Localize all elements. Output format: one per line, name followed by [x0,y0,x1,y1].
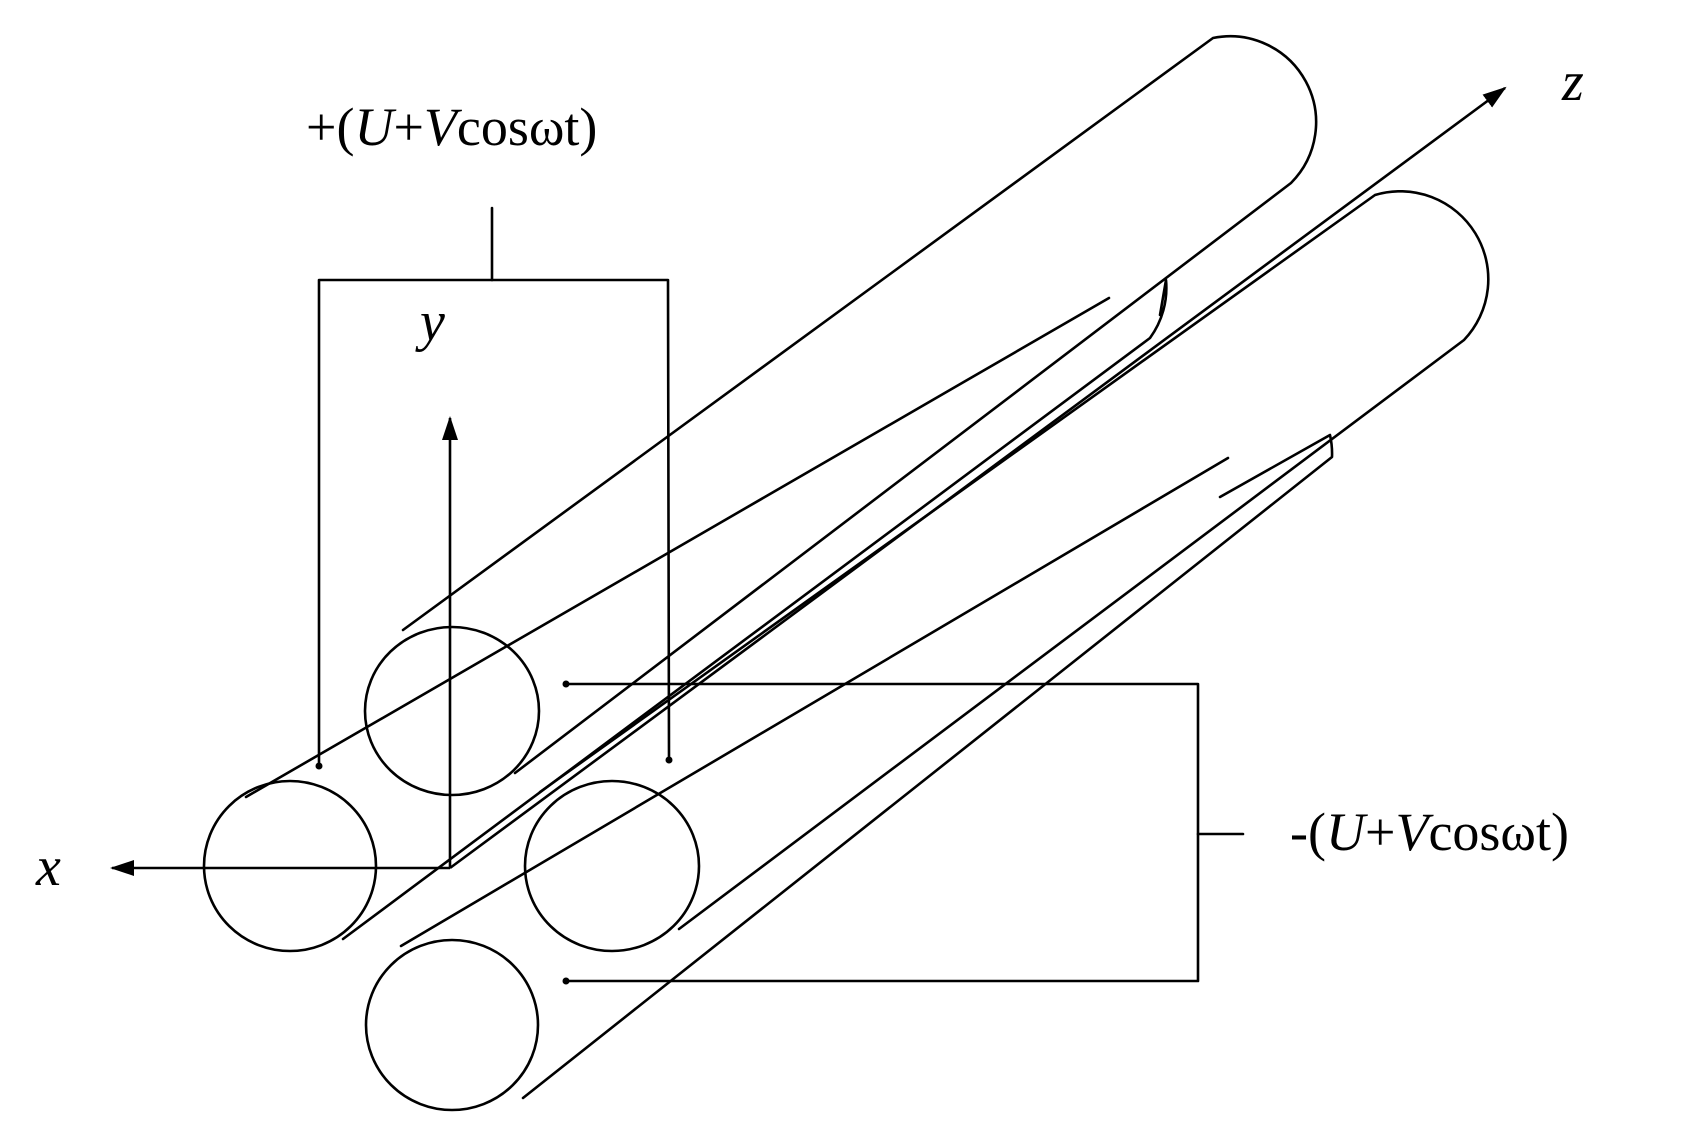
rod-top [363,35,1318,797]
rod-bottom-end-face [364,938,540,1112]
terminal-top-rod [562,680,570,688]
z-axis-label: z [1561,51,1584,113]
terminal-right-rod [665,756,673,764]
y-axis-label: y [415,291,445,353]
rod-bottom [364,433,1334,1112]
terminal-left-rod [315,762,323,770]
rod-left [202,278,1168,953]
wire-positive [315,206,673,770]
terminal-bottom-rod [562,977,570,985]
wire-negative [562,680,1245,985]
x-axis-label: x [35,836,61,898]
voltage-positive-label: +(U+Vcosωt) [306,97,597,157]
rod-top-end-face [363,625,541,797]
z-axis [449,86,1507,870]
rod-right-end-face [523,779,701,953]
voltage-negative-label: -(U+Vcosωt) [1290,802,1569,862]
rod-left-end-face [202,779,378,953]
rod-right [523,190,1490,953]
coordinate-axes [110,86,1507,876]
